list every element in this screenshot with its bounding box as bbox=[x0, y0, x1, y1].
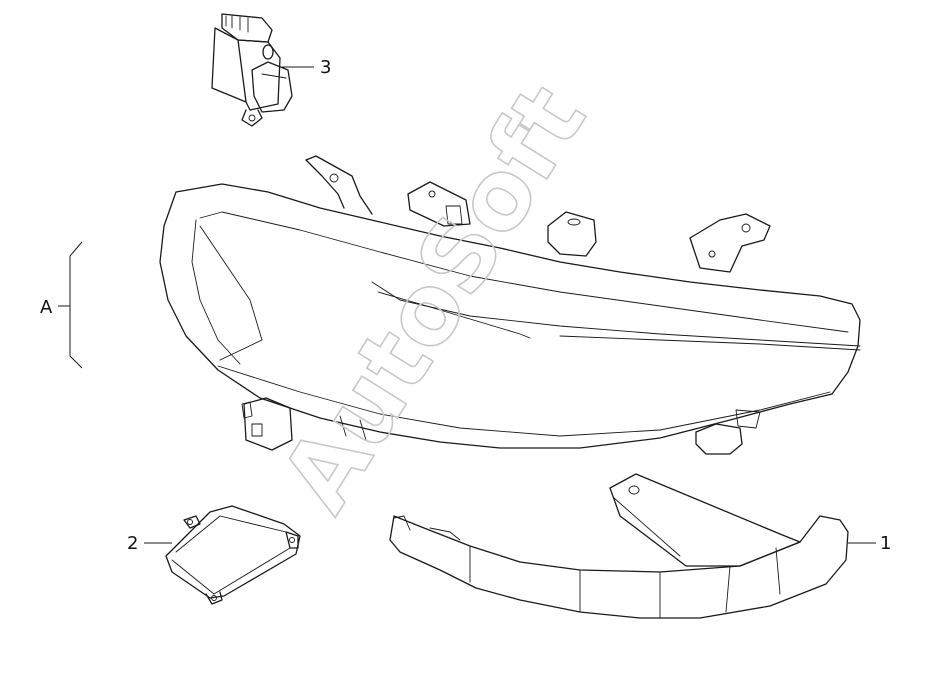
part-1-bracket bbox=[389, 473, 849, 619]
callout-a: A bbox=[40, 297, 53, 318]
headlamp-assembly bbox=[159, 155, 861, 455]
callout-3: 3 bbox=[320, 57, 331, 78]
callout-2: 2 bbox=[127, 533, 138, 554]
part-2-module bbox=[165, 505, 301, 605]
callout-1: 1 bbox=[880, 533, 891, 554]
watermark-text: AutoSoft bbox=[260, 66, 608, 530]
part-3-connector bbox=[211, 13, 293, 127]
